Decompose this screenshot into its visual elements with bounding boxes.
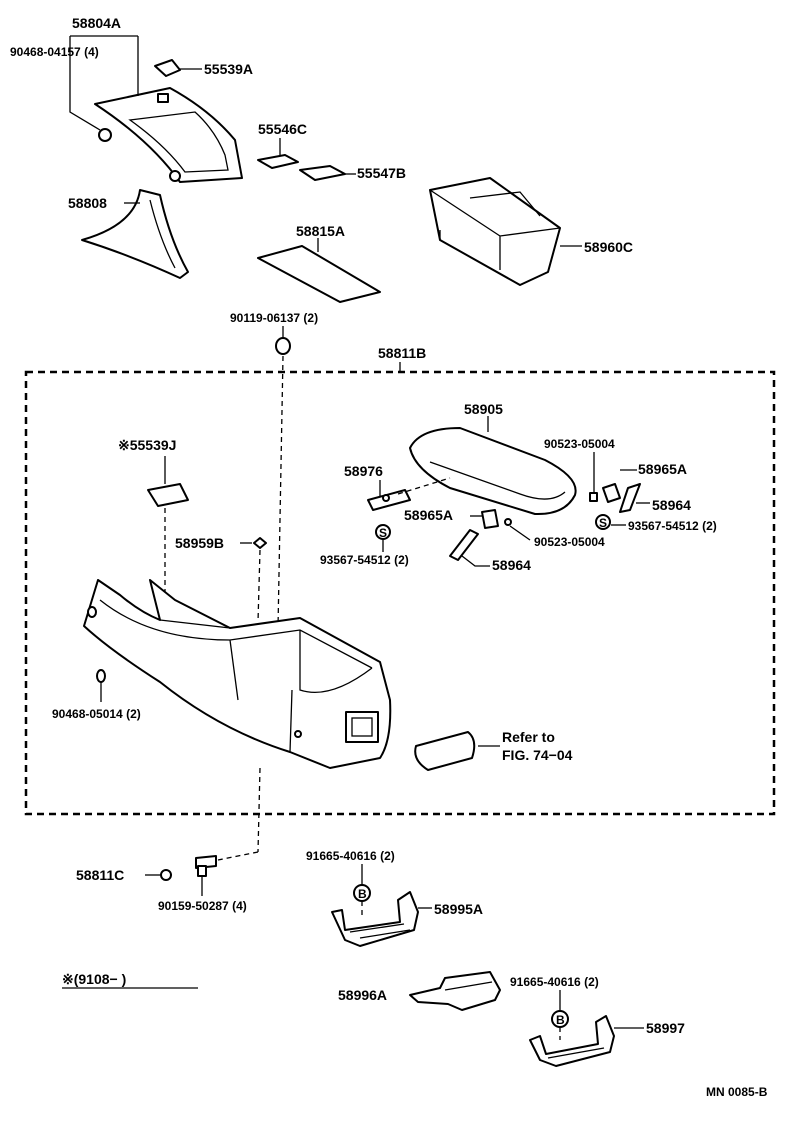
label-58964-center: 58964 bbox=[492, 557, 531, 573]
leader-58804A bbox=[69, 35, 139, 131]
label-58965A-right: 58965A bbox=[638, 461, 687, 477]
leader-58964-center bbox=[461, 555, 490, 567]
label-90468-04157: 90468-04157 (4) bbox=[10, 45, 99, 59]
part-90119-grommet bbox=[275, 337, 291, 355]
label-55539A: 55539A bbox=[204, 61, 253, 77]
part-90159-screw bbox=[195, 855, 217, 877]
label-90523-05004-center: 90523-05004 bbox=[534, 535, 605, 549]
label-58965A-center: 58965A bbox=[404, 507, 453, 523]
label-58964-right: 58964 bbox=[652, 497, 691, 513]
part-58808-boot bbox=[81, 189, 189, 279]
label-90119-06137: 90119-06137 (2) bbox=[230, 311, 318, 325]
label-58996A: 58996A bbox=[338, 987, 387, 1003]
part-58815A-mat bbox=[257, 245, 381, 303]
part-58995A-bracket bbox=[331, 891, 419, 947]
dash-screw bbox=[257, 767, 261, 853]
label-91665-40616-bottom: 91665-40616 (2) bbox=[510, 975, 599, 989]
label-58811B: 58811B bbox=[378, 345, 426, 361]
dash-90119 bbox=[277, 355, 284, 629]
label-58905: 58905 bbox=[464, 401, 503, 417]
part-58997-bracket bbox=[529, 1015, 615, 1067]
part-58964-center bbox=[449, 529, 479, 561]
part-90523-center bbox=[504, 518, 512, 526]
label-58959B: 58959B bbox=[175, 535, 224, 551]
part-90468-05014 bbox=[96, 669, 106, 683]
label-58804A: 58804A bbox=[72, 15, 121, 31]
dash-58959B bbox=[257, 549, 261, 623]
b-bolt-top-letter: B bbox=[358, 887, 367, 901]
label-refer-line1: Refer to bbox=[502, 729, 555, 745]
part-58965A-center bbox=[481, 509, 499, 529]
label-refer-line2: FIG. 74−04 bbox=[502, 747, 573, 763]
leader-90523-center bbox=[509, 525, 531, 541]
figure-code: MN 0085-B bbox=[706, 1085, 768, 1099]
dash-screw-2 bbox=[217, 851, 259, 861]
part-58959B bbox=[253, 537, 267, 549]
label-58997: 58997 bbox=[646, 1020, 685, 1036]
part-refer-trim bbox=[414, 731, 476, 771]
part-90523-top bbox=[589, 492, 598, 502]
part-58811C bbox=[160, 869, 172, 881]
label-55539J: ※55539J bbox=[118, 437, 176, 453]
label-58976: 58976 bbox=[344, 463, 383, 479]
label-90523-05004-top: 90523-05004 bbox=[544, 437, 615, 451]
part-55539J-clip bbox=[147, 483, 189, 507]
s-washer-right-icon bbox=[595, 514, 611, 530]
label-55546C: 55546C bbox=[258, 121, 307, 137]
label-58811C: 58811C bbox=[76, 867, 124, 883]
part-58804A-cover bbox=[94, 87, 243, 183]
label-55547B: 55547B bbox=[357, 165, 406, 181]
part-55547B bbox=[299, 165, 346, 181]
part-58960C-box bbox=[429, 177, 561, 286]
label-58960C: 58960C bbox=[584, 239, 633, 255]
s-washer-right-letter: S bbox=[599, 516, 607, 530]
note-serial: ※(9108− ) bbox=[62, 971, 126, 987]
label-58808: 58808 bbox=[68, 195, 107, 211]
label-90159-50287: 90159-50287 (4) bbox=[158, 899, 247, 913]
part-console-body bbox=[83, 579, 392, 769]
label-91665-40616-top: 91665-40616 (2) bbox=[306, 849, 395, 863]
label-93567-54512-right: 93567-54512 (2) bbox=[628, 519, 717, 533]
b-bolt-bottom-letter: B bbox=[556, 1013, 565, 1027]
part-58996A-bracket bbox=[409, 971, 501, 1011]
label-58815A: 58815A bbox=[296, 223, 345, 239]
dash-58976 bbox=[397, 477, 451, 495]
part-58976-hinge bbox=[367, 489, 411, 511]
label-90468-05014: 90468-05014 (2) bbox=[52, 707, 141, 721]
label-93567-54512-left: 93567-54512 (2) bbox=[320, 553, 409, 567]
part-58905-armrest bbox=[409, 427, 577, 516]
part-55546C bbox=[257, 154, 299, 169]
label-58995A: 58995A bbox=[434, 901, 483, 917]
part-58965A-right bbox=[602, 483, 621, 503]
part-55539A-clip bbox=[154, 59, 181, 77]
part-58964-right bbox=[619, 483, 641, 513]
s-washer-left-letter: S bbox=[379, 526, 387, 540]
